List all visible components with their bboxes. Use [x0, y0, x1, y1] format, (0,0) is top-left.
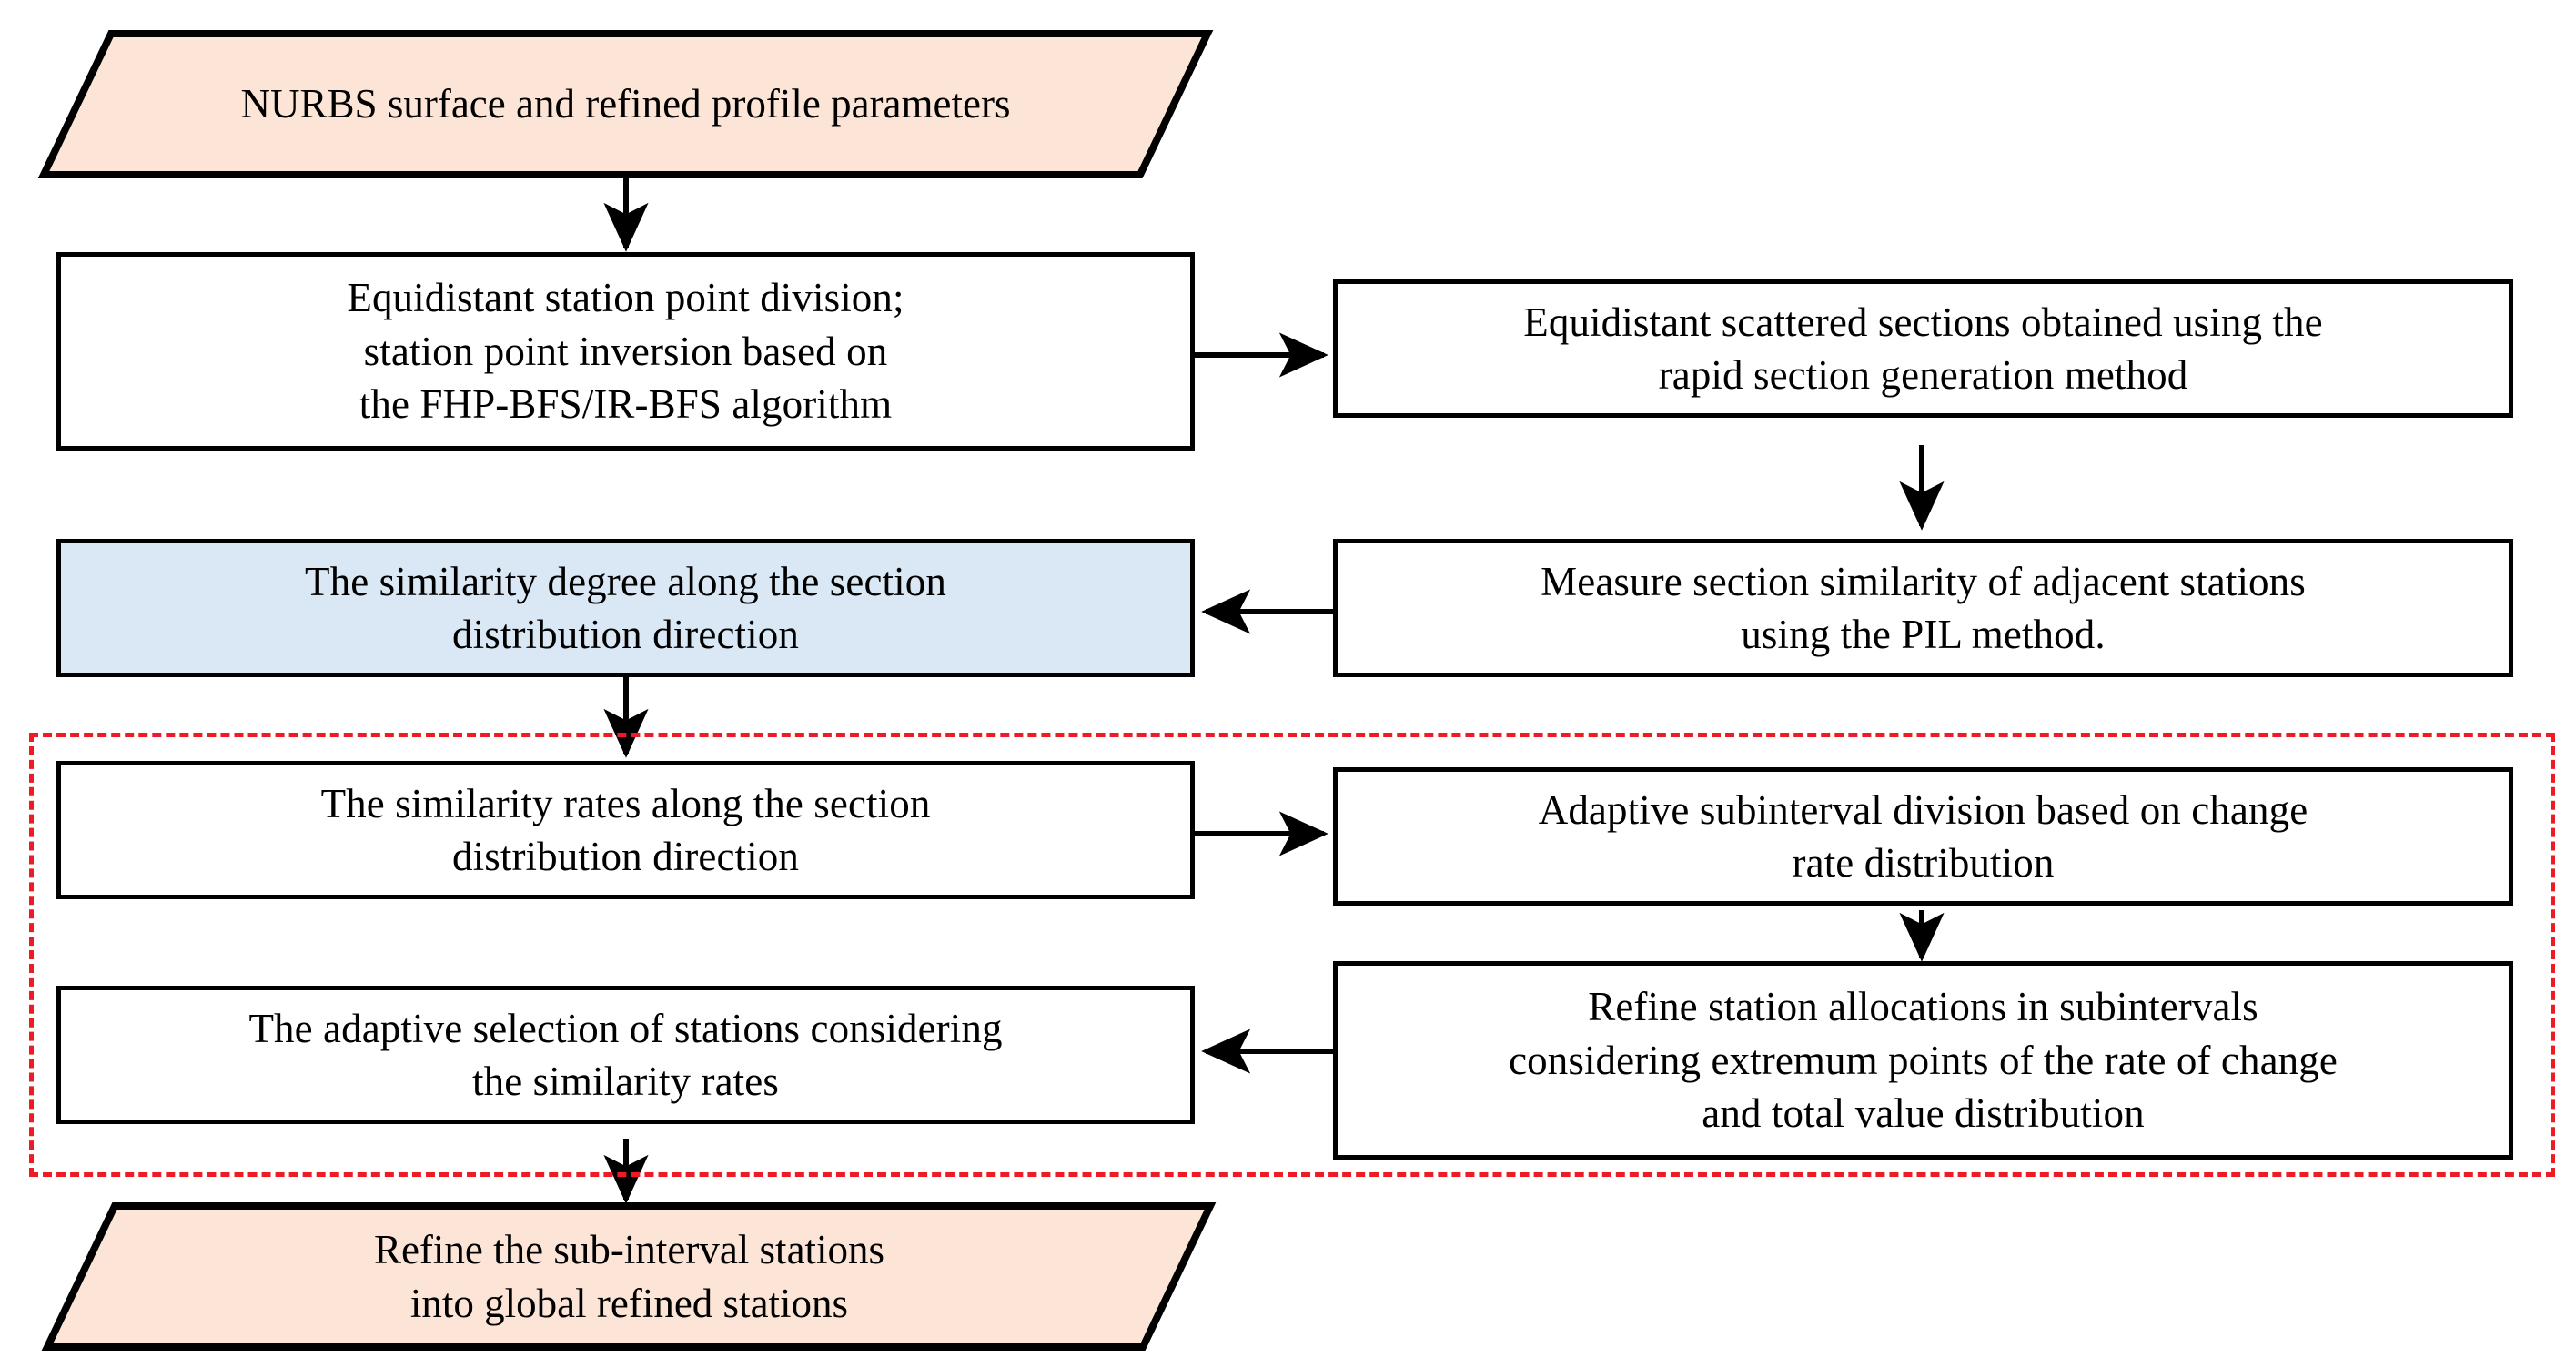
node-similarity-rates[interactable]: The similarity rates along the section d… [56, 761, 1195, 899]
node-measure-pil[interactable]: Measure section similarity of adjacent s… [1333, 539, 2513, 677]
node-station-division[interactable]: Equidistant station point division; stat… [56, 252, 1195, 451]
node-similarity-degree[interactable]: The similarity degree along the section … [56, 539, 1195, 677]
output-terminal-label: Refine the sub-interval stations into gl… [373, 1227, 885, 1326]
node-scattered-sections[interactable]: Equidistant scattered sections obtained … [1333, 279, 2513, 418]
node-adaptive-selection[interactable]: The adaptive selection of stations consi… [56, 986, 1195, 1124]
node-refine-allocations[interactable]: Refine station allocations in subinterva… [1333, 961, 2513, 1160]
node-adaptive-subinterval[interactable]: Adaptive subinterval division based on c… [1333, 767, 2513, 906]
input-terminal-label: NURBS surface and refined profile parame… [240, 81, 1011, 127]
group-boundary-red-dashed [29, 733, 2555, 1177]
